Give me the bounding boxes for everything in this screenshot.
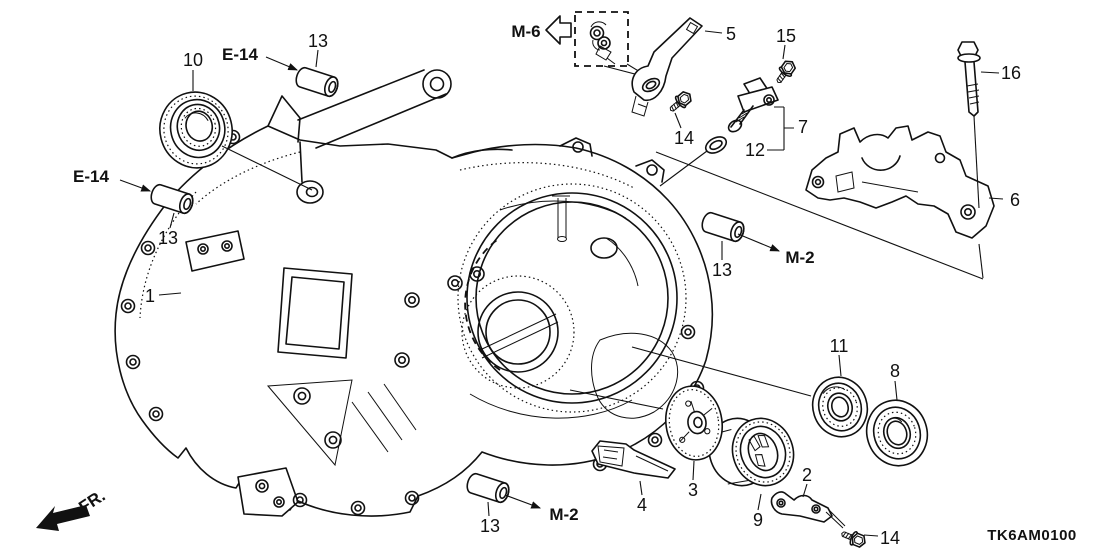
bracket-part-6: [805, 125, 995, 239]
callout-12: 12: [745, 140, 765, 160]
callout-4: 4: [637, 495, 647, 515]
callout-1: 1: [145, 286, 155, 306]
magnet-part-4: [591, 440, 676, 479]
callout-14-top: 14: [674, 128, 694, 148]
callout-13-right: 13: [712, 260, 732, 280]
callout-14-bottom: 14: [880, 528, 900, 548]
bolt-part-14-bottom: [838, 526, 869, 551]
fr-direction-arrow-icon: [36, 505, 90, 531]
bolt-part-14-top: [665, 88, 696, 117]
e14-arrow-top-icon: [265, 56, 299, 71]
roller-bearing-part-9: [708, 417, 795, 487]
o-ring-part-12: [704, 136, 728, 154]
callout-2: 2: [802, 465, 812, 485]
e14-arrow-left-icon: [119, 179, 152, 192]
setting-bracket-part-2: [770, 491, 846, 529]
m6-dashed-box: [574, 11, 629, 67]
bushing-part-13-top: [293, 65, 341, 99]
ref-e14-left: E-14: [73, 167, 109, 186]
bushing-part-13-right: [699, 210, 747, 244]
callout-13-top: 13: [308, 31, 328, 51]
callout-6: 6: [1010, 190, 1020, 210]
ball-bearing-part-11: [811, 376, 869, 438]
set-ring-plate-part-3: [664, 385, 724, 461]
callout-10: 10: [183, 50, 203, 70]
m2-arrow-right-icon: [737, 233, 781, 252]
diagram-code: TK6AM0100: [987, 527, 1077, 544]
callout-16: 16: [1001, 63, 1021, 83]
bolt-part-15: [771, 57, 799, 88]
clutch-case-drawing: [114, 69, 714, 517]
sensor-part-7: [727, 77, 779, 133]
ref-e14-top: E-14: [222, 45, 258, 64]
bushing-part-13-left: [148, 182, 196, 216]
callout-8: 8: [890, 361, 900, 381]
clip-part-m6: [589, 21, 616, 65]
ref-m2-bottom: M-2: [549, 505, 578, 524]
ref-m6: M-6: [511, 22, 540, 41]
callout-7: 7: [798, 117, 808, 137]
bracket-part-5: [631, 17, 703, 117]
callout-3: 3: [688, 480, 698, 500]
ball-bearing-part-8: [865, 399, 929, 467]
callout-15: 15: [776, 26, 796, 46]
m2-arrow-bottom-icon: [504, 494, 542, 509]
ref-m2-right: M-2: [785, 248, 814, 267]
callout-9: 9: [753, 510, 763, 530]
bushing-part-13-bottom: [464, 471, 512, 505]
m6-direction-arrow-icon: [545, 15, 572, 45]
bolt-part-16: [957, 41, 981, 117]
callout-11: 11: [830, 336, 849, 356]
callout-13-left: 13: [158, 228, 178, 248]
callout-13-bottom: 13: [480, 516, 500, 536]
oil-seal-part-10: [159, 91, 233, 169]
leader-lines: [158, 30, 1004, 537]
callout-5: 5: [726, 24, 736, 44]
